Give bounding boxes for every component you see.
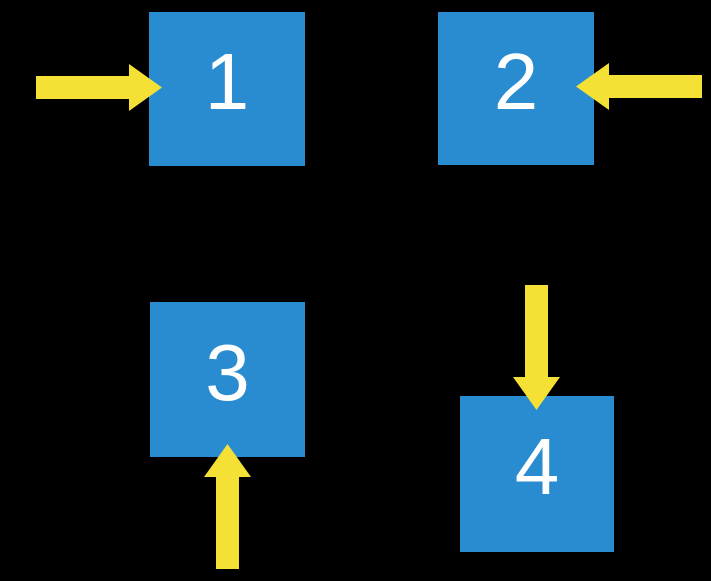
square-2[interactable]: 2 [438, 12, 594, 165]
square-1[interactable]: 1 [149, 12, 305, 166]
square-1-label: 1 [204, 37, 250, 126]
square-4[interactable]: 4 [460, 396, 614, 552]
arrow-up-icon [204, 444, 251, 569]
square-3[interactable]: 3 [150, 302, 305, 457]
square-3-label: 3 [205, 327, 250, 417]
square-4-label: 4 [514, 422, 560, 511]
arrow-down-icon [513, 285, 560, 410]
arrow-left-icon [576, 63, 702, 110]
arrow-right-icon [36, 64, 162, 111]
square-2-label: 2 [493, 36, 539, 126]
